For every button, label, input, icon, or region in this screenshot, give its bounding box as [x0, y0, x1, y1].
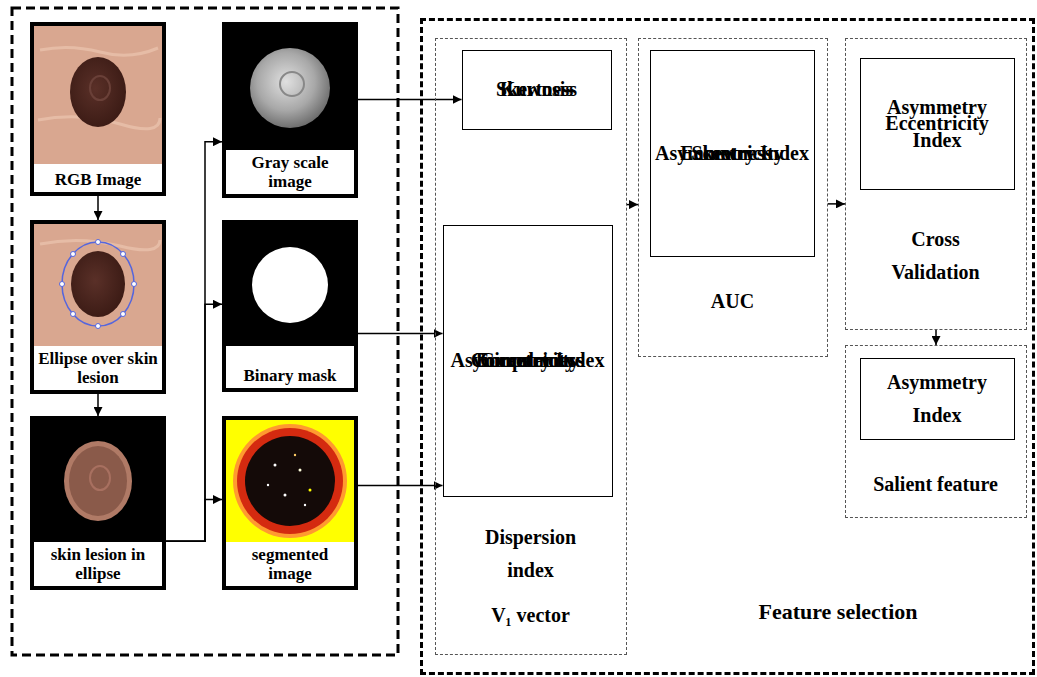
connector-arrow — [358, 99, 462, 101]
illustration-part — [309, 489, 312, 492]
image-caption: segmented image — [230, 546, 350, 583]
feature-label: Compactness — [471, 344, 584, 377]
illustration-part — [226, 224, 354, 346]
illustration-part — [34, 420, 162, 542]
connector-arrow — [166, 304, 222, 541]
illustration-part — [34, 26, 162, 164]
image-box: Binary mask — [222, 220, 358, 392]
group-label: AUC — [649, 285, 816, 318]
connector-arrow — [166, 142, 222, 542]
stage-group: AUC SkewnessEccentricityAsymmetry Index — [638, 38, 828, 357]
feature-box: SkewnessKurtosis — [462, 50, 612, 130]
illustration-part — [274, 464, 277, 467]
illustration-part — [284, 494, 287, 497]
image-caption: Gray scale image — [230, 154, 350, 191]
illustration-part — [299, 469, 302, 472]
stage-group: Salient feature Asymmetry Index — [845, 345, 1027, 518]
connector-arrow — [358, 485, 443, 487]
illustration-part — [294, 454, 296, 456]
feature-box: Asymmetry Index — [860, 358, 1015, 440]
binary-mask-image — [226, 224, 354, 346]
image-box: RGB Image — [30, 22, 166, 196]
illustration-part — [233, 424, 347, 538]
image-box: skin lesion in ellipse — [30, 416, 166, 590]
section-panel: Feature selection Dispersion index V₁ vect… — [420, 18, 1035, 675]
illustration-part — [267, 484, 269, 486]
feature-label: Kurtosis — [500, 73, 573, 106]
group-label: Dispersion index — [464, 521, 597, 587]
illustration-part — [226, 420, 354, 542]
illustration-part — [252, 247, 328, 323]
illustration-part — [71, 251, 125, 317]
image-caption: Binary mask — [230, 367, 350, 385]
stage-group: Cross Validation EccentricityAsymmetry In… — [845, 38, 1027, 330]
group-label: Feature selection — [713, 599, 963, 625]
image-caption: Ellipse over skin lesion — [38, 350, 158, 387]
feature-box: Asymmetry IndexEccentricityCircularityCo… — [443, 225, 613, 497]
group-label: Cross Validation — [870, 223, 1001, 289]
connector-arrow — [358, 333, 443, 335]
feature-label: Asymmetry Index — [861, 91, 1014, 157]
group-label: V₁ vector — [446, 599, 615, 632]
feature-label: Asymmetry Index — [655, 137, 809, 170]
illustration-part — [62, 242, 134, 326]
illustration-part — [304, 504, 306, 506]
illustration-part — [90, 466, 110, 490]
illustration-part — [132, 282, 137, 287]
image-caption: RGB Image — [38, 171, 158, 189]
illustration-part — [280, 72, 304, 96]
illustration-part — [71, 252, 76, 257]
illustration-part — [237, 428, 343, 534]
segmented-image — [226, 420, 354, 542]
feature-label: Asymmetry Index — [861, 366, 1014, 432]
illustration-part — [245, 436, 335, 526]
illustration-part — [90, 76, 110, 100]
connector-arrow — [935, 330, 937, 345]
ellipse-overlay-image — [34, 224, 162, 346]
connector-arrow — [97, 196, 99, 220]
illustration-part — [69, 446, 127, 516]
illustration-part — [96, 324, 101, 329]
panel-outline — [12, 8, 398, 655]
connector-arrow — [166, 500, 222, 542]
connector-arrow — [828, 203, 845, 205]
illustration-part — [40, 240, 160, 250]
illustration-part — [38, 47, 160, 128]
image-box: segmented image — [222, 416, 358, 590]
group-label: Salient feature — [852, 468, 1019, 501]
rgb-lesion-image — [34, 26, 162, 164]
illustration-part — [96, 240, 101, 245]
image-box: Gray scale image — [222, 22, 358, 198]
illustration-part — [71, 312, 76, 317]
connector-arrow — [97, 394, 99, 416]
stage-group: Dispersion index V₁ vector SkewnessKurtosi… — [435, 38, 627, 655]
illustration-part — [121, 312, 126, 317]
connector-arrow — [627, 204, 638, 206]
illustration-part — [34, 224, 162, 346]
illustration-part — [70, 57, 126, 127]
feature-box: EccentricityAsymmetry Index — [860, 58, 1015, 190]
grayscale-image — [226, 26, 354, 150]
feature-box: SkewnessEccentricityAsymmetry Index — [650, 50, 815, 257]
illustration-part — [226, 26, 354, 150]
illustration-part — [250, 48, 330, 128]
illustration-part — [64, 441, 132, 521]
image-caption: skin lesion in ellipse — [38, 546, 158, 583]
illustration-part — [121, 252, 126, 257]
masked-lesion-image — [34, 420, 162, 542]
illustration-part — [60, 282, 65, 287]
image-box: Ellipse over skin lesion — [30, 220, 166, 394]
